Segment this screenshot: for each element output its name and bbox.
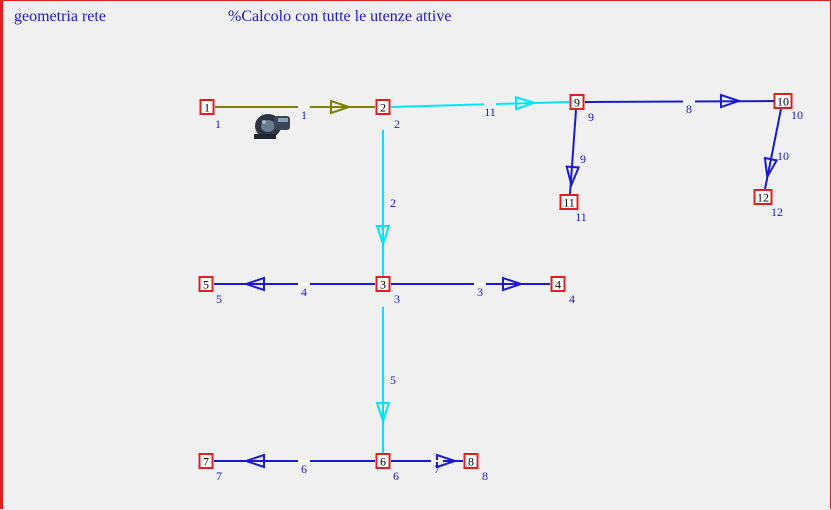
- pipe-2[interactable]: 2: [375, 130, 396, 276]
- pipe-label-3: 3: [477, 285, 483, 299]
- node-box-label: 9: [574, 96, 580, 110]
- node-8[interactable]: 88: [463, 453, 489, 483]
- node-label-11: 11: [575, 210, 587, 224]
- node-box-label: 1: [204, 101, 210, 115]
- node-2[interactable]: 22: [375, 99, 401, 131]
- pipe-10[interactable]: 10: [763, 108, 789, 190]
- node-5[interactable]: 55: [198, 276, 223, 306]
- pipe-4[interactable]: 4: [214, 276, 375, 299]
- flow-arrow-icon: [502, 276, 525, 292]
- pipe-label-9: 9: [580, 152, 586, 166]
- node-box-label: 5: [203, 278, 209, 292]
- flow-arrow-icon: [330, 99, 353, 115]
- flow-arrow-icon: [375, 225, 391, 248]
- node-box-label: 3: [380, 278, 386, 292]
- node-box-8[interactable]: [463, 453, 479, 469]
- pipe-5[interactable]: 5: [375, 307, 396, 453]
- node-box-label: 2: [380, 101, 386, 115]
- node-box-9[interactable]: [569, 94, 585, 110]
- calculation-title: %Calcolo con tutte le utenze attive: [228, 8, 452, 25]
- pipe-3[interactable]: 3: [391, 276, 550, 299]
- node-label-8: 8: [482, 469, 488, 483]
- node-box-3[interactable]: [375, 276, 391, 292]
- node-box-7[interactable]: [198, 453, 214, 469]
- node-label-5: 5: [216, 292, 222, 306]
- node-box-label: 10: [777, 95, 789, 109]
- pipe-line-8[interactable]: [584, 100, 776, 103]
- node-box-label: 11: [563, 196, 575, 210]
- node-1[interactable]: 11: [199, 99, 222, 131]
- flow-arrow-icon: [242, 276, 265, 292]
- node-6[interactable]: 66: [375, 453, 400, 483]
- node-label-3: 3: [394, 292, 400, 306]
- pipe-label-5: 5: [390, 373, 396, 387]
- pump-icon: [254, 114, 290, 139]
- flow-arrow-icon: [763, 156, 779, 180]
- flow-arrow-icon: [242, 453, 265, 469]
- node-box-label: 8: [468, 455, 474, 469]
- flow-arrow-icon: [719, 93, 743, 109]
- pipe-8[interactable]: 8: [584, 93, 776, 116]
- pipe-label-10: 10: [777, 149, 789, 163]
- pipe-7[interactable]: 7: [391, 453, 463, 476]
- node-label-12: 12: [771, 205, 783, 219]
- pipe-11[interactable]: 11: [390, 95, 570, 119]
- pipe-9[interactable]: 9: [565, 109, 586, 195]
- pipe-label-7: 7: [434, 462, 440, 476]
- flow-arrow-icon: [565, 165, 581, 189]
- pipe-label-2: 2: [390, 196, 396, 210]
- node-box-6[interactable]: [375, 453, 391, 469]
- node-box-label: 4: [555, 278, 561, 292]
- node-label-1: 1: [215, 117, 221, 131]
- node-4[interactable]: 44: [550, 276, 576, 306]
- network-title: geometria rete: [14, 8, 106, 25]
- pipe-6[interactable]: 6: [214, 453, 375, 476]
- pipe-label-11: 11: [484, 105, 496, 119]
- node-label-10: 10: [791, 108, 803, 122]
- node-label-4: 4: [569, 292, 575, 306]
- node-7[interactable]: 77: [198, 453, 223, 483]
- node-box-11[interactable]: [559, 194, 579, 210]
- node-box-label: 12: [757, 191, 769, 205]
- node-box-label: 7: [203, 455, 209, 469]
- node-box-4[interactable]: [550, 276, 566, 292]
- node-box-1[interactable]: [199, 99, 215, 115]
- node-label-2: 2: [394, 117, 400, 131]
- pipe-label-1: 1: [301, 108, 307, 122]
- flow-arrow-icon: [514, 95, 538, 111]
- pipe-label-8: 8: [686, 102, 692, 116]
- node-box-2[interactable]: [375, 99, 391, 115]
- pipe-line-11[interactable]: [390, 101, 570, 108]
- pipe-1[interactable]: 1: [215, 99, 375, 122]
- node-box-label: 6: [380, 455, 386, 469]
- node-9[interactable]: 99: [569, 94, 595, 124]
- node-label-9: 9: [588, 110, 594, 124]
- pipe-label-4: 4: [301, 285, 307, 299]
- flow-arrow-icon: [375, 402, 391, 425]
- pipe-label-6: 6: [301, 462, 307, 476]
- node-box-10[interactable]: [773, 93, 793, 109]
- node-label-7: 7: [216, 469, 222, 483]
- node-label-6: 6: [393, 469, 399, 483]
- node-box-5[interactable]: [198, 276, 214, 292]
- node-box-12[interactable]: [753, 189, 773, 205]
- node-3[interactable]: 33: [375, 276, 401, 306]
